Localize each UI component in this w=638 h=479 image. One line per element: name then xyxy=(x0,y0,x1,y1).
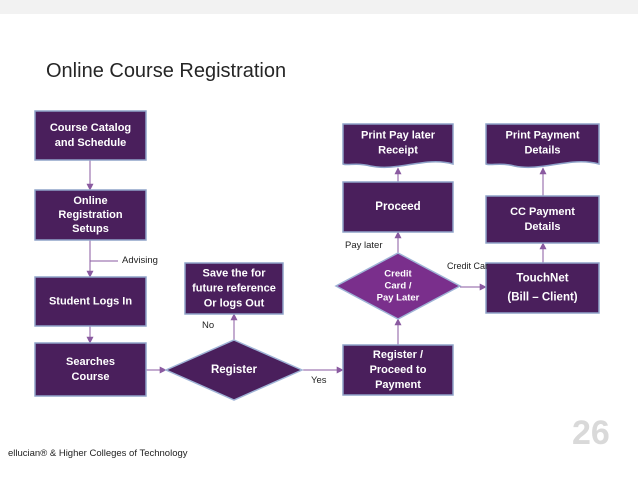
node-shape xyxy=(342,123,454,169)
node-label: Save the for xyxy=(203,268,267,280)
node-label: Credit xyxy=(384,269,412,280)
node-label: CC Payment xyxy=(510,206,575,218)
node-label: Register / xyxy=(373,349,423,361)
node-label: Searches xyxy=(66,356,115,368)
node-register: Register xyxy=(164,339,304,401)
node-shape xyxy=(342,344,454,396)
node-label: TouchNet xyxy=(516,273,568,285)
page-title: Online Course Registration xyxy=(46,60,287,82)
node-label: Setups xyxy=(72,223,109,235)
node-shape xyxy=(485,195,600,244)
node-label: Course Catalog xyxy=(50,122,131,134)
node-label: Or logs Out xyxy=(204,298,265,310)
node-shape xyxy=(34,110,147,161)
node-shape xyxy=(485,123,600,169)
node-shape xyxy=(342,181,454,233)
node-label: and Schedule xyxy=(55,137,127,149)
node-touchnet: TouchNet (Bill – Client) xyxy=(485,262,600,314)
node-label: Student Logs In xyxy=(49,296,132,308)
top-band xyxy=(0,0,638,14)
footer-credit: ellucian® & Higher Colleges of Technolog… xyxy=(8,448,188,459)
edge-label-yes: Yes xyxy=(311,375,327,386)
node-label: Card / xyxy=(385,281,412,292)
node-label: Course xyxy=(72,371,110,383)
node-label: Pay Later xyxy=(377,293,420,304)
node-register-proceed: Register / Proceed to Payment xyxy=(342,344,454,396)
node-label: Register xyxy=(211,364,258,376)
node-label: (Bill – Client) xyxy=(507,292,577,304)
node-shape xyxy=(164,339,304,401)
node-shape xyxy=(485,262,600,314)
node-label: Print Pay later xyxy=(361,130,436,142)
node-label: Online xyxy=(73,195,107,207)
node-label: Payment xyxy=(375,379,421,391)
node-label: Proceed xyxy=(375,201,420,213)
node-proceed: Proceed xyxy=(342,181,454,233)
node-label: Receipt xyxy=(378,145,418,157)
edge-label-credit-card: Credit Card xyxy=(447,261,488,271)
page-number: 26 xyxy=(572,414,610,452)
edge-label-advising: Advising xyxy=(122,255,158,266)
node-label: Proceed to xyxy=(370,364,427,376)
connectors xyxy=(86,160,547,374)
node-label: Registration xyxy=(58,209,122,221)
node-label: Print Payment xyxy=(506,130,580,142)
node-shape xyxy=(34,342,147,397)
node-student-logs-in: Student Logs In xyxy=(34,276,147,327)
node-course-catalog: Course Catalog and Schedule xyxy=(34,110,147,161)
edge-label-no: No xyxy=(202,320,215,331)
node-label: Details xyxy=(524,145,560,157)
node-shape xyxy=(334,252,462,320)
node-shape xyxy=(34,189,147,241)
node-shape xyxy=(34,276,147,327)
node-save-reference: Save the for future reference Or logs Out xyxy=(184,262,284,315)
node-label: future reference xyxy=(192,283,276,295)
node-label: Details xyxy=(524,221,560,233)
edge-label-pay-later: Pay later xyxy=(345,240,383,251)
node-shape xyxy=(184,262,284,315)
